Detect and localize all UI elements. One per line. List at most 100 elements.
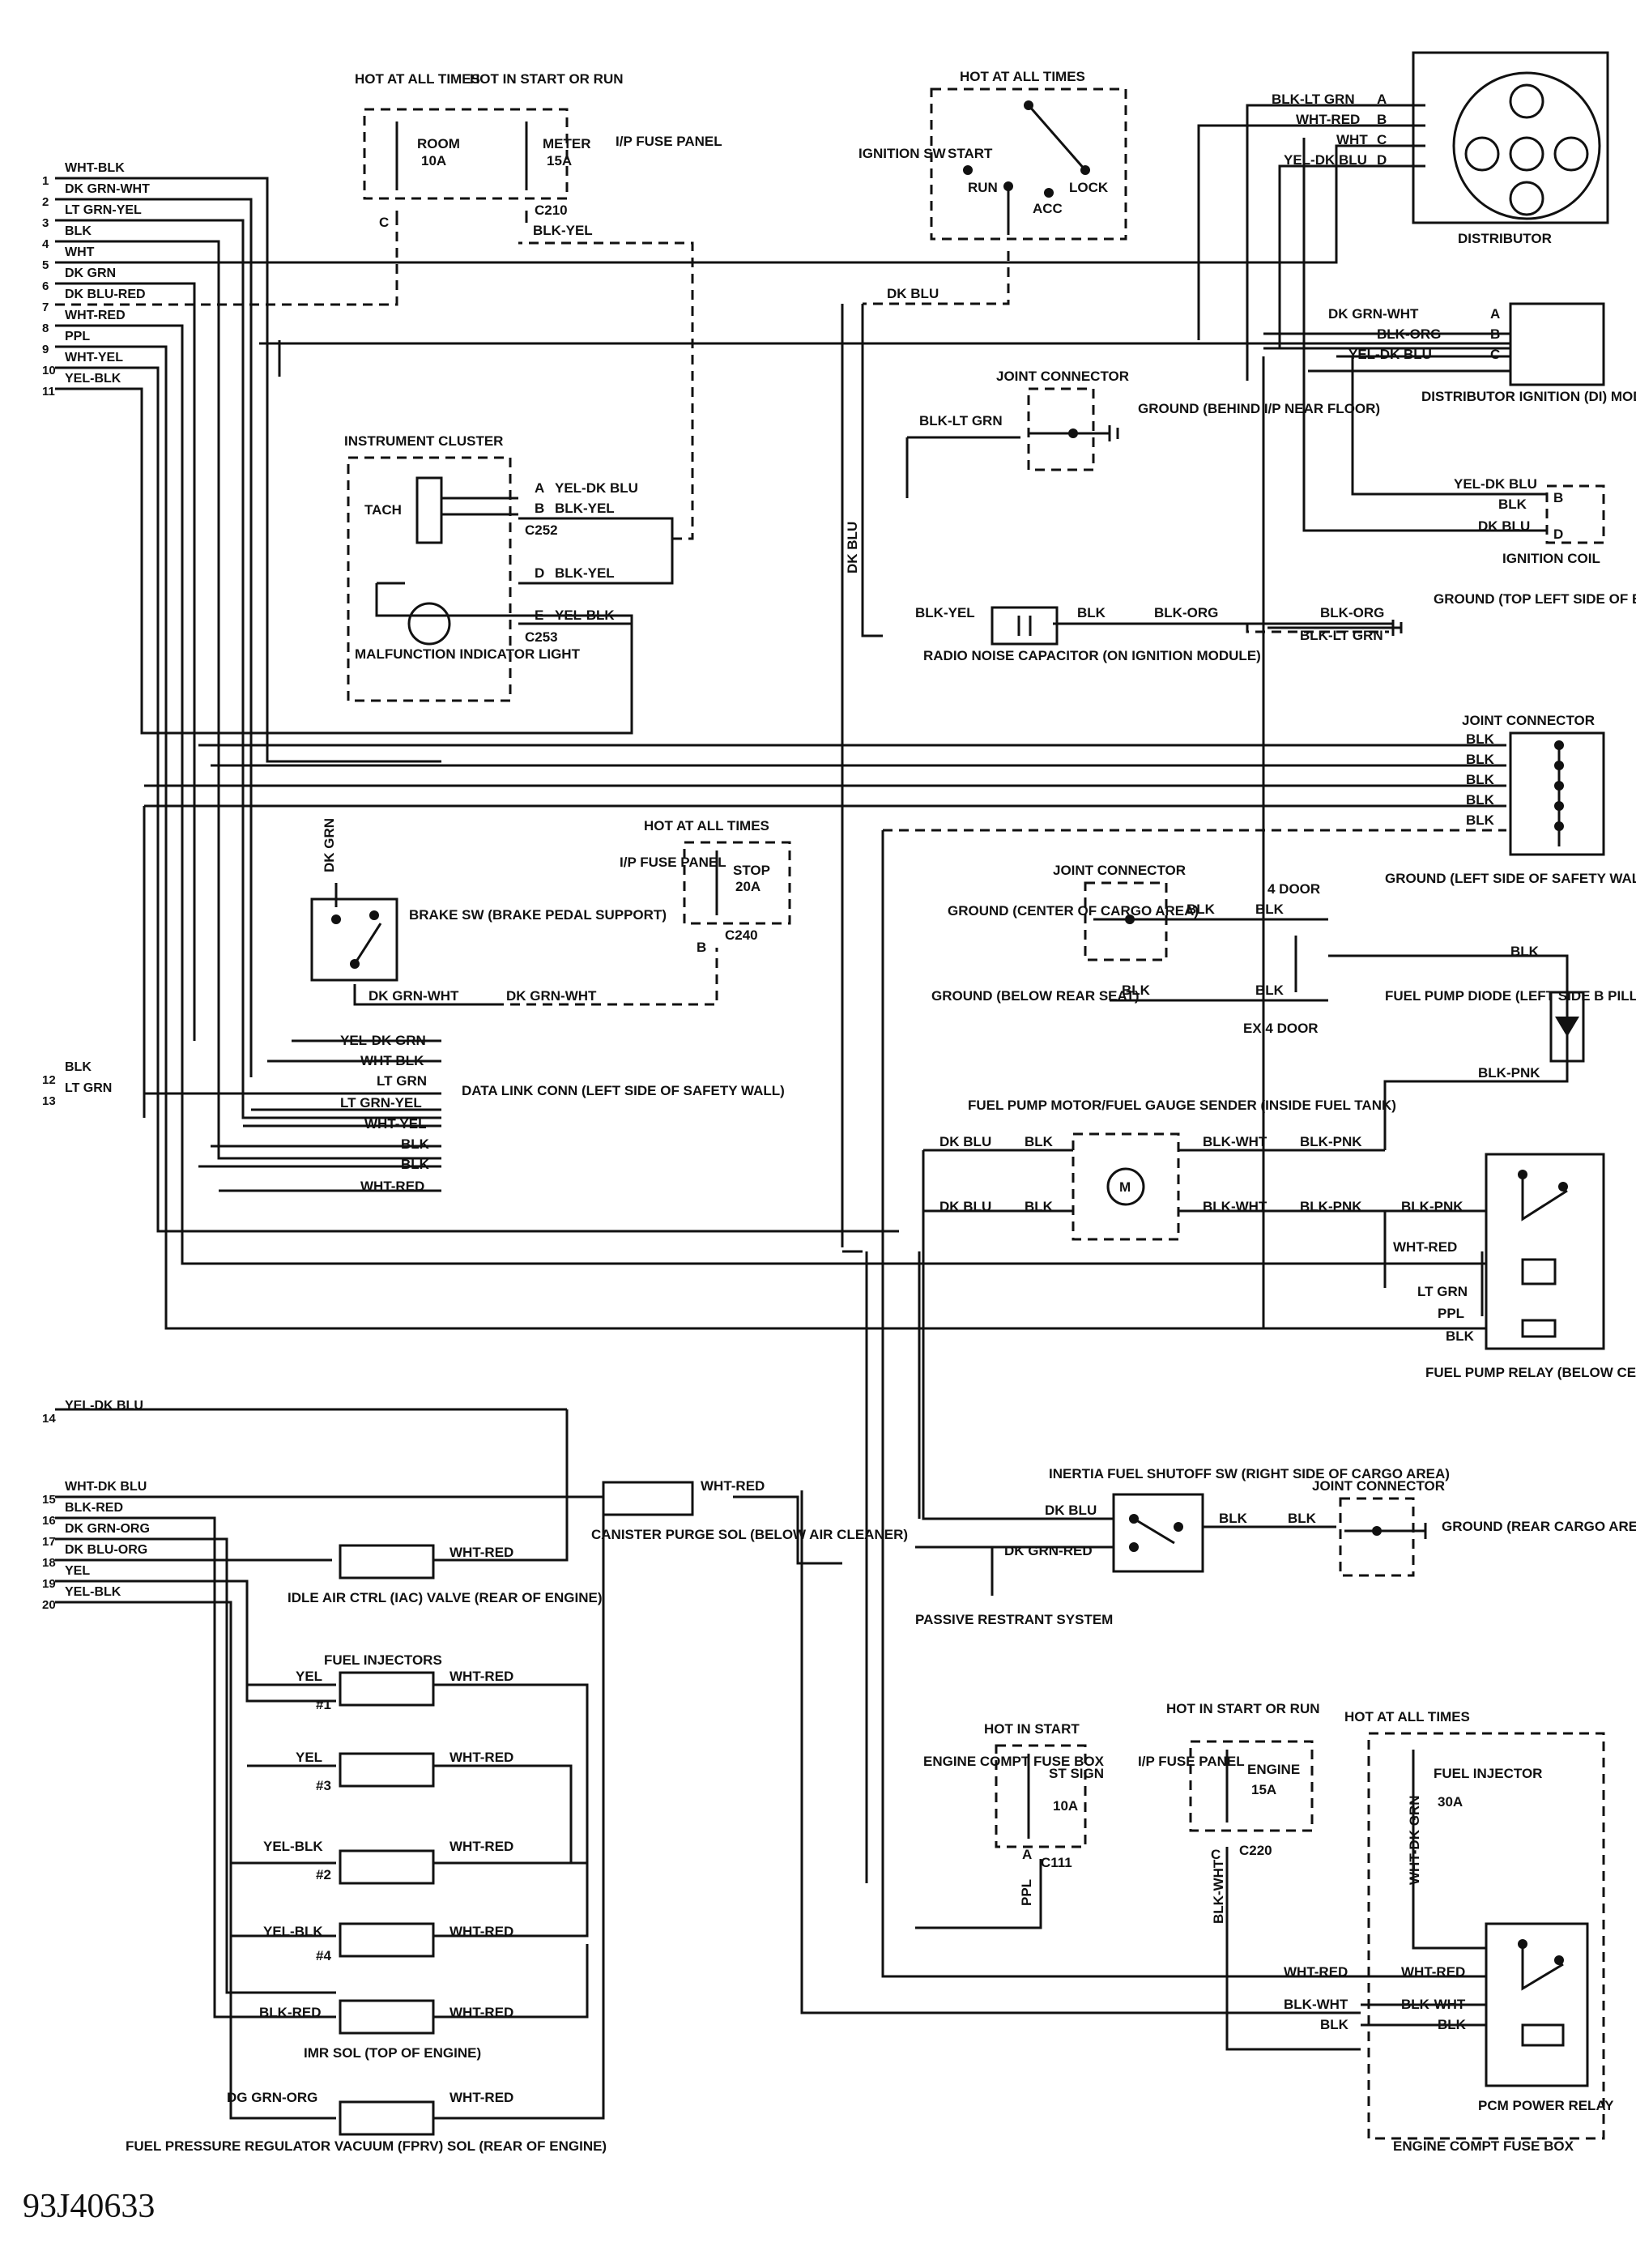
mil-lamp-icon — [407, 602, 451, 646]
dlc-w2: WHT-BLK — [360, 1053, 424, 1068]
c240-label: C240 — [725, 927, 758, 943]
pin-18: 18 — [42, 1556, 56, 1570]
rnc-ground: GROUND (TOP LEFT SIDE OF ENGINE) — [1434, 591, 1636, 607]
di-module: DK GRN-WHT BLK-ORG YEL-DK BLU A B C DIST… — [1328, 302, 1636, 404]
injector-3 — [339, 1752, 435, 1788]
wire-label-10: WHT-YEL — [65, 351, 123, 364]
ignition-switch: HOT AT ALL TIMES IGNITION SW START RUN A… — [858, 69, 1127, 301]
inertia-dkgrnred: DK GRN-RED — [1004, 1543, 1093, 1558]
cargo-jc-title: JOINT CONNECTOR — [1053, 863, 1186, 878]
wire-label-8: WHT-RED — [65, 309, 126, 322]
inj4-left: YEL-BLK — [263, 1924, 323, 1939]
wire-label-6: DK GRN — [65, 266, 116, 280]
cluster-title: INSTRUMENT CLUSTER — [344, 433, 503, 449]
stop-amp: 20A — [735, 879, 760, 894]
brake-w2: DK GRN-WHT — [506, 988, 597, 1004]
cluster-pin-e: E — [535, 608, 543, 623]
cluster-wire-a: YEL-DK BLU — [555, 480, 638, 496]
instrument-cluster: INSTRUMENT CLUSTER TACH A B D E YEL-DK B… — [344, 433, 638, 702]
dk-blu-label: DK BLU — [887, 286, 939, 301]
c210-label: C210 — [535, 202, 568, 218]
imr-w: BLK-RED — [259, 2005, 322, 2020]
inj2-right: WHT-RED — [449, 1839, 513, 1854]
iac-w: WHT-RED — [449, 1545, 513, 1560]
wire-label-16: BLK-RED — [65, 1501, 123, 1515]
bottom-fuses: HOT IN START ENGINE COMPT FUSE BOX ST SI… — [923, 1701, 1542, 1924]
rnc-blkorg: BLK-ORG — [1154, 605, 1218, 620]
lower-left-solenoids: WHT-RED CANISTER PURGE SOL (BELOW AIR CL… — [126, 1478, 908, 2154]
pcm-label: PCM POWER RELAY — [1478, 2098, 1614, 2113]
wire-label-2: DK GRN-WHT — [65, 182, 150, 196]
ex4-label: EX 4 DOOR — [1243, 1021, 1319, 1036]
box-label: ENGINE COMPT FUSE BOX — [923, 1754, 1105, 1769]
coil-pin-d: D — [1553, 526, 1563, 542]
door4-label: 4 DOOR — [1267, 881, 1320, 897]
hot-run: HOT IN START OR RUN — [1166, 1701, 1320, 1716]
wire-label-19: YEL — [65, 1564, 90, 1578]
cluster-pin-a: A — [535, 480, 544, 496]
ip-fuse-panel-label: I/P FUSE PANEL — [616, 134, 722, 149]
wire-label-18: DK BLU-ORG — [65, 1543, 147, 1557]
cargo-blk4: BLK — [1255, 983, 1285, 998]
cluster-wire-b: BLK-YEL — [555, 501, 615, 516]
hot-at-all-times-label: HOT AT ALL TIMES — [355, 71, 480, 87]
pin-5: 5 — [42, 258, 49, 272]
inertia-jc: JOINT CONNECTOR — [1312, 1478, 1445, 1494]
stop-fuse: HOT AT ALL TIMES I/P FUSE PANEL STOP 20A… — [620, 818, 791, 955]
brake-w1: DK GRN-WHT — [369, 988, 459, 1004]
dist-pin-c: C — [1377, 132, 1387, 147]
passive-label: PASSIVE RESTRANT SYSTEM — [915, 1612, 1113, 1627]
wire-label-3: LT GRN-YEL — [65, 203, 142, 217]
injector-4 — [339, 1922, 435, 1958]
wire-label-5: WHT — [65, 245, 95, 259]
fprv-r: WHT-RED — [449, 2090, 513, 2105]
st-sign: ST SIGN — [1049, 1766, 1104, 1781]
pin-20: 20 — [42, 1598, 56, 1612]
tach-label: TACH — [364, 502, 402, 518]
fprv-body — [339, 2100, 435, 2136]
st-amp: 10A — [1053, 1798, 1078, 1814]
relay-wht-red: WHT-RED — [1393, 1239, 1457, 1255]
inj-title: FUEL INJECTORS — [324, 1652, 442, 1668]
c253-label: C253 — [525, 629, 558, 645]
ip-panel: I/P FUSE PANEL — [1138, 1754, 1245, 1769]
jc-safety-w1: BLK — [1466, 731, 1495, 747]
pin-10: 10 — [42, 364, 56, 377]
dlc-w1: YEL-DK GRN — [340, 1033, 426, 1048]
pin-9: 9 — [42, 343, 49, 356]
inj2-num: #2 — [316, 1867, 331, 1882]
start-label: START — [948, 146, 993, 161]
whtdkgrn-v: WHT-DK GRN — [1407, 1796, 1422, 1885]
acc-label: ACC — [1033, 201, 1063, 216]
radio-noise-capacitor: BLK-YEL BLK BLK-ORG BLK-ORG BLK-LT GRN R… — [845, 522, 1636, 663]
coil-pin-b: B — [1553, 490, 1563, 505]
run-label: RUN — [968, 180, 998, 195]
pump-title: FUEL PUMP MOTOR/FUEL GAUGE SENDER (INSID… — [968, 1098, 1396, 1113]
diode-blk: BLK — [1510, 944, 1540, 959]
diode-label: FUEL PUMP DIODE (LEFT SIDE B PILLAR) — [1385, 988, 1636, 1004]
brake-dkgrn: DK GRN — [322, 818, 337, 872]
ip-fuse-panel-top: HOT AT ALL TIMES HOT IN START OR RUN ROO… — [355, 71, 722, 238]
hot-in-start-or-run-label: HOT IN START OR RUN — [470, 71, 624, 87]
pin-2: 2 — [42, 195, 49, 209]
dist-wire-c: WHT — [1336, 132, 1368, 147]
c252-label: C252 — [525, 522, 558, 538]
dlc-label: DATA LINK CONN (LEFT SIDE OF SAFETY WALL… — [462, 1083, 785, 1098]
dlc-w4: LT GRN-YEL — [340, 1095, 422, 1111]
lock-label: LOCK — [1069, 180, 1109, 195]
pcm-box: ENGINE COMPT FUSE BOX — [1393, 2138, 1574, 2154]
jc-ip-wire: BLK-LT GRN — [919, 413, 1003, 428]
wire-label-20: YEL-BLK — [65, 1585, 121, 1599]
pump-dkblu2: DK BLU — [939, 1199, 991, 1214]
inj3-right: WHT-RED — [449, 1750, 513, 1765]
wire-label-17: DK GRN-ORG — [65, 1522, 150, 1536]
cargo-blk1: BLK — [1187, 902, 1216, 917]
distributor-label: DISTRIBUTOR — [1458, 231, 1552, 246]
inj1-right: WHT-RED — [449, 1669, 513, 1684]
dkblu-vertical: DK BLU — [845, 522, 860, 573]
coil-wire-2: BLK — [1498, 497, 1527, 512]
cluster-pin-d: D — [535, 565, 544, 581]
inj2-left: YEL-BLK — [263, 1839, 323, 1854]
pin-11: 11 — [42, 385, 55, 399]
